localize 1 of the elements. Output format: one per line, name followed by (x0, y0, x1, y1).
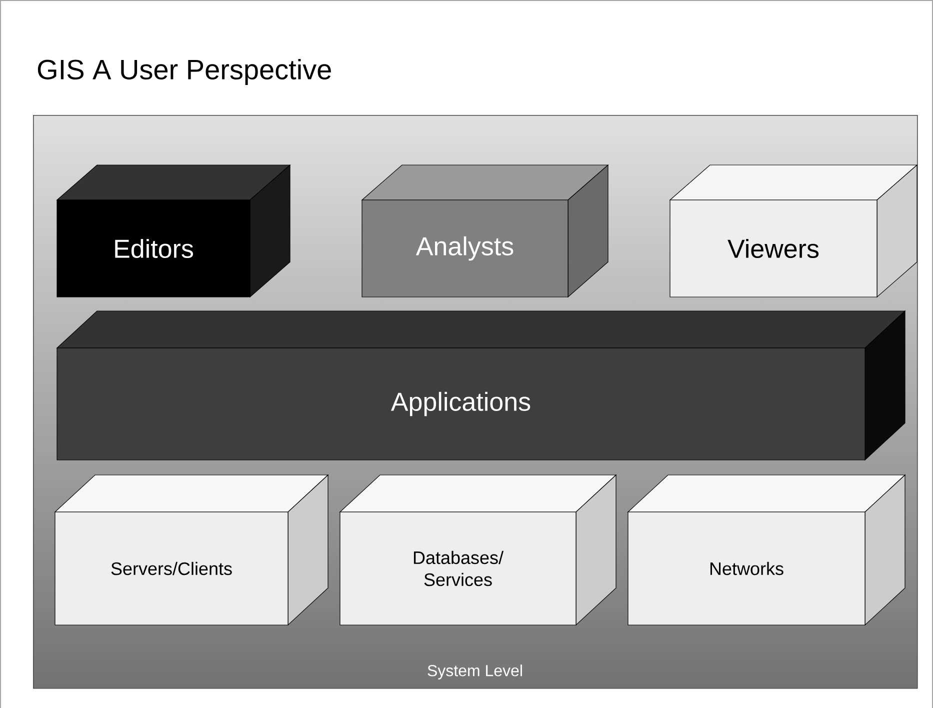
title: GIS A User Perspective (38, 58, 331, 86)
